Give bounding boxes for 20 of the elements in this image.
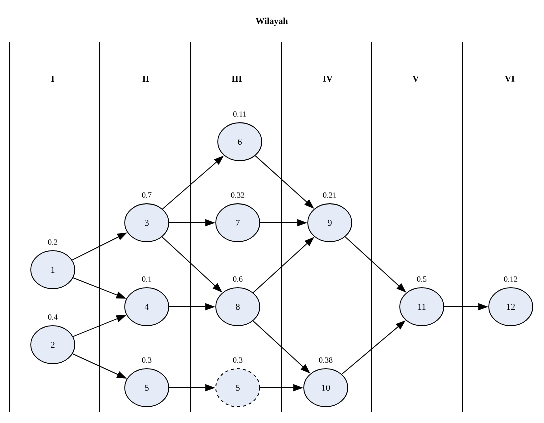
column-label: VI [505, 76, 515, 82]
column-label: II [142, 76, 150, 82]
probability-value: 0.4 [48, 314, 58, 320]
column-label: IV [323, 76, 333, 82]
probability-value: 0.11 [233, 112, 246, 117]
probability-value: 0.38 [319, 358, 333, 363]
probability-value: 0.1 [142, 276, 152, 282]
column-label: V [412, 76, 420, 82]
column-label: I [52, 76, 54, 82]
title: Wilayah [256, 18, 288, 26]
column-label: III [232, 76, 242, 82]
probability-value: 0.32 [231, 192, 245, 198]
probability-value: 0.6 [233, 276, 243, 282]
probability-value: 0.21 [323, 192, 337, 198]
probability-value: 0.3 [142, 358, 152, 363]
probability-value: 0.2 [48, 240, 58, 245]
probability-value: 0.3 [233, 358, 243, 363]
probability-value: 0.7 [142, 192, 152, 198]
probability-value: 0.5 [417, 276, 427, 282]
probability-value: 0.12 [504, 276, 518, 282]
